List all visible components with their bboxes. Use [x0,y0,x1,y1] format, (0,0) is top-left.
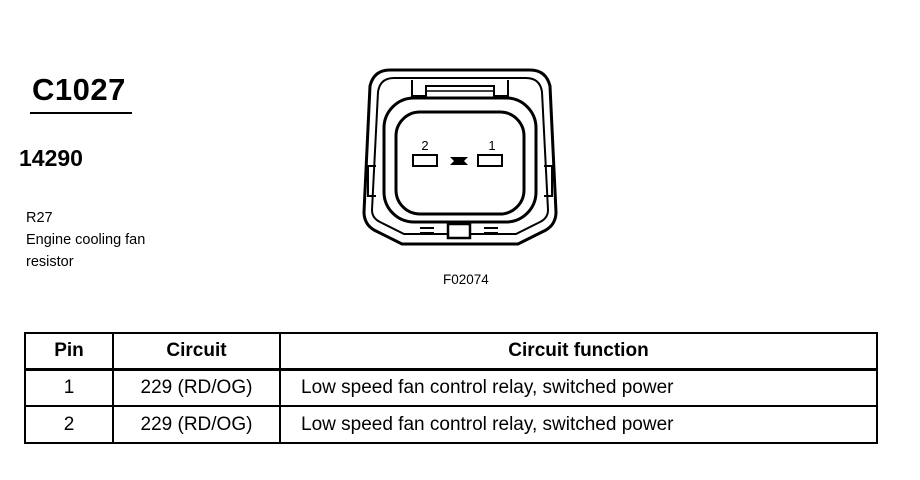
component-name-line2: resistor [26,254,74,270]
header-circuit: Circuit [112,332,281,370]
connector-inner-contour [370,77,550,235]
table-row: 1 229 (RD/OG) Low speed fan control rela… [24,367,878,407]
cell-circuit-function: Low speed fan control relay, switched po… [279,367,878,407]
cell-pin: 2 [24,405,114,444]
component-ref: R27 [26,210,53,226]
pin-label-1: 1 [488,138,495,153]
cell-circuit: 229 (RD/OG) [112,405,281,444]
table-row: 2 229 (RD/OG) Low speed fan control rela… [24,405,878,444]
connector-right-notch [544,165,553,197]
center-key [450,157,468,165]
cell-circuit: 229 (RD/OG) [112,367,281,407]
pin-1-terminal [477,154,503,167]
component-name-line1: Engine cooling fan [26,232,146,248]
header-pin: Pin [24,332,114,370]
figure-id: F02074 [443,272,489,287]
terminal-cavity [394,110,526,216]
bottom-key [446,222,472,240]
connector-id: C1027 [32,72,126,107]
connector-left-notch [367,165,376,197]
cell-circuit-function: Low speed fan control relay, switched po… [279,405,878,444]
header-circuit-function: Circuit function [279,332,878,370]
pin-table: Pin Circuit Circuit function 1 229 (RD/O… [24,332,878,444]
connector-outer-shell [362,68,558,246]
table-header-row: Pin Circuit Circuit function [24,332,878,370]
connector-face-diagram: 2 1 [362,68,558,246]
connector-id-underline [30,112,132,114]
pin-label-2: 2 [421,138,428,153]
connector-housing [382,96,538,224]
pin-2-terminal [412,154,438,167]
cell-pin: 1 [24,367,114,407]
connector-latch [411,80,509,97]
part-number: 14290 [19,145,83,171]
